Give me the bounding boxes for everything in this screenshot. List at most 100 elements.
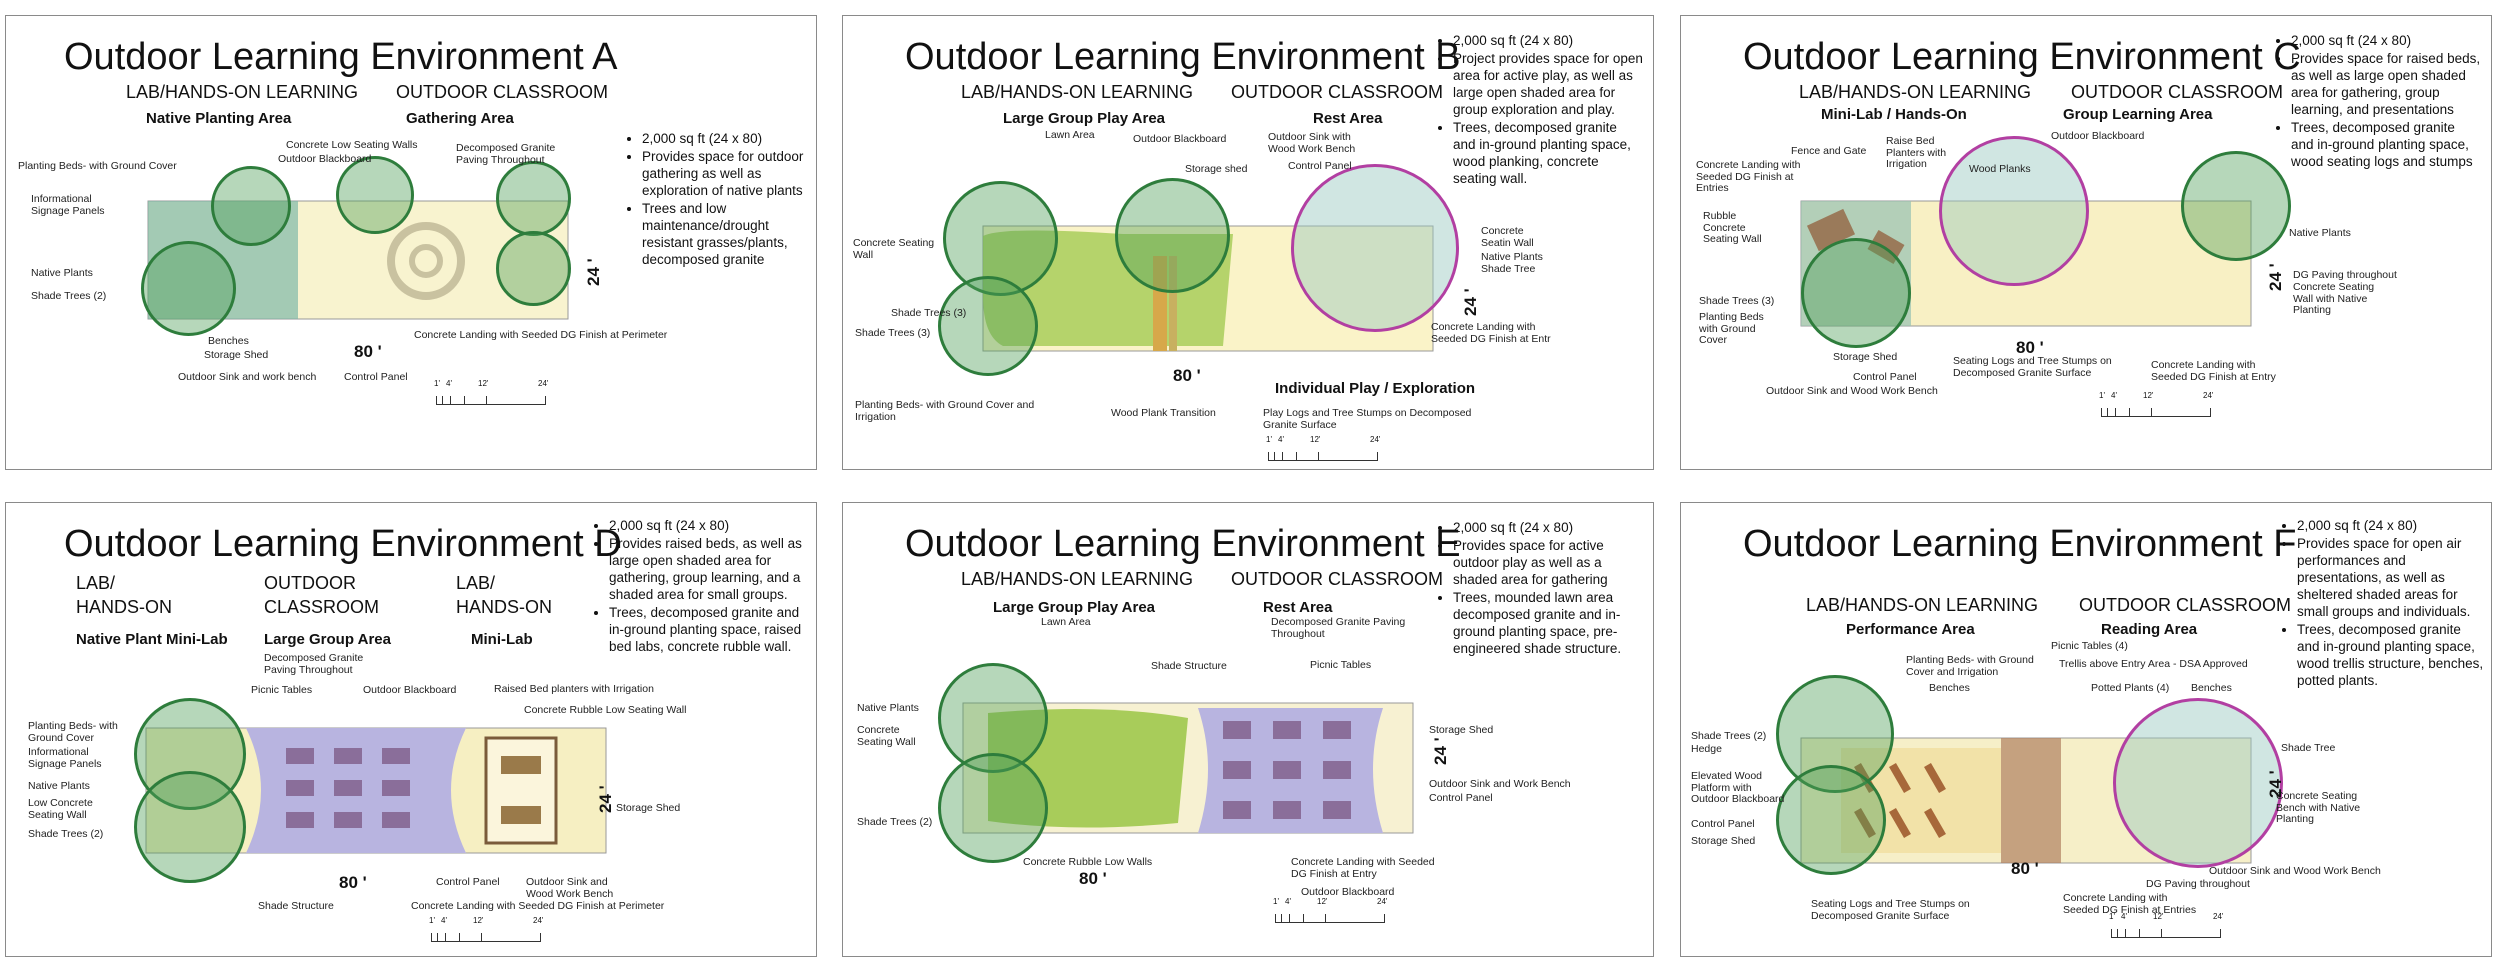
plan-label: Control Panel: [1691, 818, 1755, 830]
bullet-list: 2,000 sq ft (24 x 80)Provides space for …: [1435, 519, 1643, 658]
shade-tree: [141, 241, 236, 336]
zone-label-lab: LAB/HANDS-ON: [456, 571, 552, 619]
plan-label: Raise Bed Planters with Irrigation: [1886, 135, 1947, 170]
plan-label: Storage Shed: [616, 802, 681, 814]
area-label: Individual Play / Exploration: [1275, 380, 1476, 397]
zone-label-lab: LAB/HANDS-ON LEARNING: [126, 82, 359, 102]
plan-label: Wood Planks: [1969, 163, 2031, 175]
plan-label: Potted Plants (4): [2091, 682, 2170, 694]
plan-label: Rubble Concrete Seating Wall: [1703, 210, 1762, 245]
scale-tick: 12': [1310, 435, 1321, 444]
plan-label: Shade Trees (2): [857, 816, 933, 828]
plan-label: DG Paving throughout: [2293, 269, 2397, 281]
panel-title: Outdoor Learning Environment A: [64, 36, 618, 78]
plan-label: Lawn Area: [1045, 129, 1095, 141]
panel-title: Outdoor Learning Environment E: [905, 523, 1461, 565]
plan-label: Storage Shed: [1833, 351, 1898, 363]
plan-label: Native Plants: [31, 267, 93, 279]
area-label: Group Learning Area: [2063, 106, 2213, 123]
scale-tick: 12': [2143, 391, 2154, 400]
plan-label: Native Plants: [28, 780, 90, 792]
plan-label: Trellis above Entry Area - DSA Approved: [2059, 658, 2248, 670]
plan-label: Concrete Low Seating Walls: [286, 139, 418, 151]
zone-label-classroom: OUTDOOR CLASSROOM: [2079, 595, 2292, 615]
dimension-length: 80 ': [2011, 859, 2039, 878]
plan-label: Outdoor Sink and Wood Work Bench: [526, 876, 614, 900]
plan-label: Shade Tree: [1481, 263, 1536, 275]
scale-bar: 1'4'12'24': [434, 379, 548, 405]
zone-label-classroom: OUTDOOR CLASSROOM: [2071, 82, 2284, 102]
plan-label: Control Panel: [1429, 792, 1493, 804]
bullet: 2,000 sq ft (24 x 80): [1453, 32, 1643, 49]
scale-tick: 24': [533, 916, 544, 925]
plan-label: Seating Logs and Tree Stumps on Decompos…: [1811, 898, 1970, 922]
scale-bar: 1'4'12'24': [1273, 897, 1387, 923]
dimension-width: 24 ': [2266, 770, 2285, 798]
plan-label: Storage Shed: [204, 349, 269, 361]
plan-label: Planting Beds- with Ground Cover and Irr…: [855, 399, 1035, 423]
plan-label: Shade Structure: [1151, 660, 1227, 672]
scale-tick: 4': [2111, 391, 2117, 400]
plan-label: Shade Trees (2): [1691, 730, 1767, 742]
plan-label: Planting Beds with Ground Cover: [1699, 311, 1764, 346]
area-label: Reading Area: [2101, 621, 2198, 638]
bullet: Project provides space for open area for…: [1453, 50, 1643, 118]
plan-label: Benches: [208, 335, 249, 347]
area-label: Mini-Lab: [471, 631, 533, 648]
scale-bar: 1'4'12'24': [1266, 435, 1380, 461]
plan-label: Concrete Landing with Seeded DG Finish a…: [414, 329, 668, 341]
plan-label: Seating Logs and Tree Stumps on Decompos…: [1953, 355, 2112, 379]
area-label: Large Group Play Area: [993, 599, 1155, 616]
plan-label: Planting Beds- with Ground Cover and Irr…: [1906, 654, 2034, 678]
zone-label-lab: LAB/HANDS-ON LEARNING: [1799, 82, 2032, 102]
panel-e: Outdoor Learning Environment E LAB/HANDS…: [842, 502, 1654, 957]
plan-label: Concrete Seatin Wall: [1481, 225, 1534, 249]
zone-label-lab: LAB/HANDS-ON LEARNING: [961, 569, 1194, 589]
bullet: Trees, mounded lawn area decomposed gran…: [1453, 589, 1643, 657]
bullet: Provides space for open air performances…: [2297, 535, 2484, 620]
plan-label: Benches: [2191, 682, 2232, 694]
plan-label: Picnic Tables: [251, 684, 313, 696]
scale-tick: 4': [1278, 435, 1284, 444]
area-label: Rest Area: [1313, 110, 1383, 127]
scale-tick: 1': [429, 916, 435, 925]
shade-tree: [2113, 698, 2283, 868]
dimension-length: 80 ': [1173, 366, 1201, 385]
plan-label: Outdoor Blackboard: [278, 153, 372, 165]
plan-label: Concrete Landing with Seeded DG Finish a…: [2063, 892, 2197, 916]
plan-label: Lawn Area: [1041, 616, 1091, 628]
area-label: Native Planting Area: [146, 110, 292, 127]
scale-bar: 1'4'12'24': [2099, 391, 2213, 417]
bullet: Provides space for active outdoor play a…: [1453, 537, 1643, 588]
dimension-width: 24 ': [584, 258, 603, 286]
area-label: Mini-Lab / Hands-On: [1821, 106, 1967, 123]
scale-tick: 4': [441, 916, 447, 925]
plan-label: Storage Shed: [1691, 835, 1756, 847]
plan-label: Decomposed Granite Paving Throughout: [456, 142, 556, 166]
panel-b: Outdoor Learning Environment B LAB/HANDS…: [842, 15, 1654, 470]
shade-tree: [496, 231, 571, 306]
plan-label: Concrete Rubble Low Walls: [1023, 856, 1153, 868]
plan-label: Control Panel: [436, 876, 500, 888]
scale-tick: 24': [1377, 897, 1388, 906]
plan-label: Play Logs and Tree Stumps on Decomposed …: [1263, 407, 1472, 431]
bullet: 2,000 sq ft (24 x 80): [609, 517, 811, 534]
bullet: 2,000 sq ft (24 x 80): [642, 130, 804, 147]
shade-tree: [938, 753, 1048, 863]
plan-label: Shade Trees (3): [1699, 295, 1775, 307]
plan-label: Low Concrete Seating Wall: [28, 797, 93, 821]
zone-line: HANDS-ON: [76, 597, 173, 617]
zone-line: LAB/: [76, 573, 116, 593]
scale-tick: 1': [1273, 897, 1279, 906]
shade-tree: [336, 156, 414, 234]
plan-label: Raised Bed planters with Irrigation: [494, 683, 654, 695]
scale-bar: 1'4'12'24': [429, 916, 543, 942]
dimension-width: 24 ': [1431, 737, 1450, 765]
zone-label-lab: LAB/HANDS-ON LEARNING: [1806, 595, 2039, 615]
plan-label: Outdoor Sink and Wood Work Bench: [2209, 865, 2381, 877]
bullet: Provides space for raised beds, as well …: [2291, 50, 2481, 118]
zone-label-classroom: OUTDOOR CLASSROOM: [1231, 82, 1444, 102]
plan-label: Outdoor Sink and Wood Work Bench: [1766, 385, 1938, 397]
bullet: Provides raised beds, as well as large o…: [609, 535, 811, 603]
